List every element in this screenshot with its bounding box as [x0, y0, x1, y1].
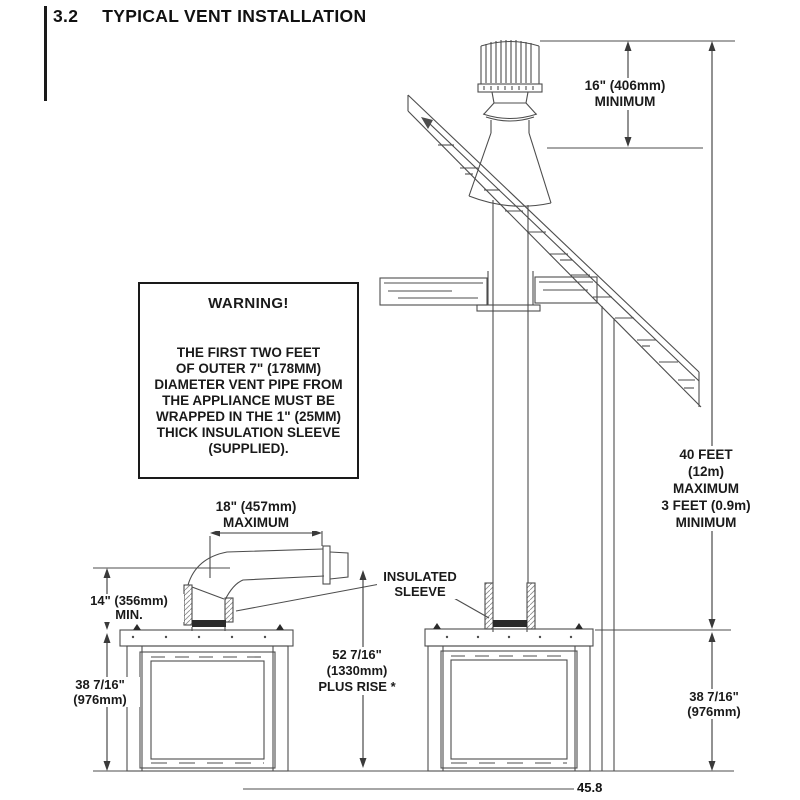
page-number: 45.8	[577, 780, 603, 795]
warning-line: THICK INSULATION SLEEVE	[156, 425, 341, 440]
warning-line: (SUPPLIED).	[208, 441, 289, 456]
label-line: 38 7/16"	[75, 677, 125, 692]
label-line: 16" (406mm)	[584, 78, 666, 93]
label-vent-height: 40 FEET (12m) MAXIMUM 3 FEET (0.9m) MINI…	[642, 446, 770, 531]
warning-line: WRAPPED IN THE 1" (25MM)	[156, 409, 341, 424]
label-line: 38 7/16"	[689, 689, 739, 704]
label-height-plus-rise: 52 7/16" (1330mm) PLUS RISE *	[300, 647, 414, 695]
label-line: 52 7/16"	[332, 647, 382, 662]
warning-line: DIAMETER VENT PIPE FROM	[154, 377, 343, 392]
warning-line: OF OUTER 7" (178MM)	[175, 361, 322, 376]
label-line: 3 FEET (0.9m)	[661, 498, 751, 513]
label-line: MAXIMUM	[673, 481, 739, 496]
section-heading-bar	[44, 6, 47, 101]
label-appliance-height-right: 38 7/16" (976mm)	[673, 689, 755, 719]
vent-elbow-left	[183, 545, 349, 631]
label-horizontal-run: 18" (457mm) MAXIMUM	[188, 499, 324, 531]
reference-lines	[93, 40, 735, 631]
fireplace-left	[119, 624, 294, 772]
label-line: MINIMUM	[594, 94, 656, 109]
label-line: 18" (457mm)	[215, 499, 297, 514]
section-number: 3.2	[53, 6, 79, 26]
section-heading: 3.2 TYPICAL VENT INSTALLATION	[53, 6, 366, 27]
warning-line: THE FIRST TWO FEET	[176, 345, 321, 360]
vent-pipe	[492, 200, 529, 583]
leader-lines	[235, 583, 490, 619]
dimension-arrows	[103, 41, 716, 771]
warning-title: WARNING!	[208, 295, 289, 312]
label-line: (1330mm)	[326, 663, 388, 678]
label-line: PLUS RISE *	[318, 679, 396, 694]
vent-cap	[477, 40, 543, 133]
label-cap-clearance: 16" (406mm) MINIMUM	[558, 78, 692, 110]
fireplace-right	[424, 623, 594, 772]
label-line: 40 FEET	[679, 447, 733, 462]
wall-lines	[601, 306, 615, 771]
roof	[407, 94, 702, 408]
label-line: SLEEVE	[394, 584, 446, 599]
label-line: 14" (356mm)	[90, 593, 168, 608]
insulated-sleeve-right	[484, 582, 536, 632]
label-line: INSULATED	[383, 569, 457, 584]
label-line: MINIMUM	[675, 515, 737, 530]
page-title: TYPICAL VENT INSTALLATION	[102, 6, 367, 26]
roof-flashing	[468, 132, 552, 207]
warning-box: WARNING! THE FIRST TWO FEET OF OUTER 7" …	[138, 282, 359, 479]
label-appliance-height-left: 38 7/16" (976mm)	[60, 677, 140, 707]
warning-line: THE APPLIANCE MUST BE	[162, 393, 335, 408]
label-min-rise: 14" (356mm) MIN.	[74, 594, 184, 622]
label-line: (976mm)	[687, 704, 741, 719]
label-insulated-sleeve: INSULATED SLEEVE	[377, 569, 463, 599]
label-line: MIN.	[115, 607, 143, 622]
label-line: (12m)	[687, 464, 724, 479]
ceiling-firestop	[379, 271, 598, 312]
warning-body: THE FIRST TWO FEET OF OUTER 7" (178MM) D…	[140, 345, 357, 457]
label-line: MAXIMUM	[223, 515, 289, 530]
label-line: (976mm)	[73, 692, 127, 707]
